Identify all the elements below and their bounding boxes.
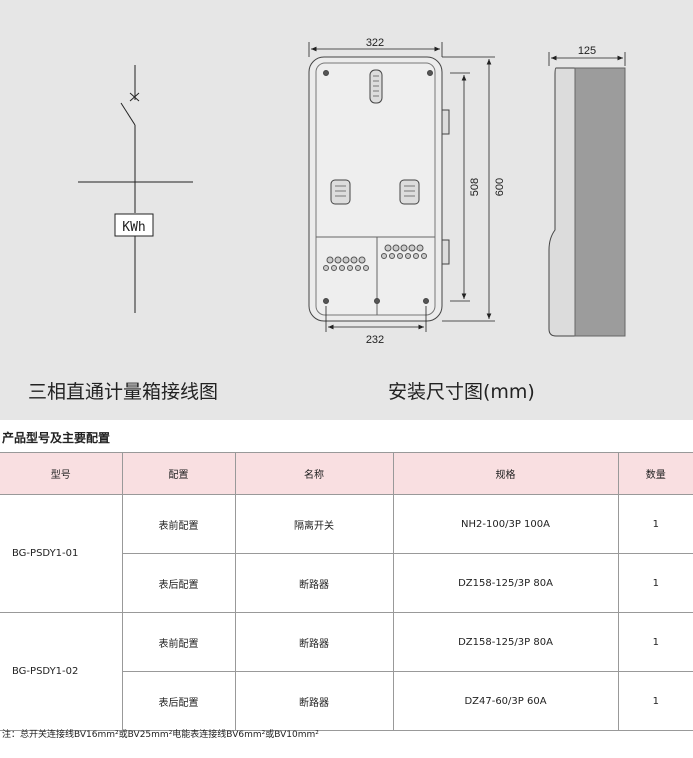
wiring-schematic bbox=[78, 65, 193, 313]
drawing-svg: KWh bbox=[78, 37, 626, 346]
config-cell: 表前配置 bbox=[121, 612, 236, 672]
footnote: 注：总开关连接线BV16mm²或BV25mm²电能表连接线BV6mm²或BV10… bbox=[2, 730, 319, 740]
header-qty: 数量 bbox=[617, 452, 693, 495]
qty-cell: 1 bbox=[617, 612, 693, 672]
spec-cell: NH2-100/3P 100A bbox=[392, 494, 619, 554]
qty-cell: 1 bbox=[617, 671, 693, 731]
dim-depth: 125 bbox=[578, 45, 596, 57]
wiring-caption: 三相直通计量箱接线图 bbox=[28, 381, 219, 403]
table-row: BG-PSDY1-02 表前配置 断路器 DZ158-125/3P 80A 1 bbox=[0, 612, 693, 731]
table-row: BG-PSDY1-01 表前配置 隔离开关 NH2-100/3P 100A 1 bbox=[0, 494, 693, 613]
table-row: 表后配置 断路器 DZ47-60/3P 60A 1 bbox=[0, 671, 693, 731]
qty-cell: 1 bbox=[617, 553, 693, 613]
dim-width-top: 322 bbox=[366, 37, 384, 49]
model-cell: BG-PSDY1-01 bbox=[0, 494, 123, 613]
header-config: 配置 bbox=[121, 452, 236, 495]
table-header-row: 型号 配置 名称 规格 数量 bbox=[0, 452, 693, 495]
header-model: 型号 bbox=[0, 452, 123, 495]
config-cell: 表前配置 bbox=[121, 494, 236, 554]
name-cell: 断路器 bbox=[234, 553, 394, 613]
header-name: 名称 bbox=[234, 452, 394, 495]
spec-table: 型号 配置 名称 规格 数量 BG-PSDY1-01 表前配置 隔离开关 NH2… bbox=[0, 452, 693, 731]
config-cell: 表后配置 bbox=[121, 553, 236, 613]
switch-blade bbox=[120, 102, 136, 126]
side-view bbox=[548, 67, 626, 337]
header-spec: 规格 bbox=[392, 452, 619, 495]
section-title: 产品型号及主要配置 bbox=[2, 431, 111, 445]
name-cell: 隔离开关 bbox=[234, 494, 394, 554]
dimensions-caption: 安装尺寸图(mm) bbox=[388, 381, 535, 403]
qty-cell: 1 bbox=[617, 494, 693, 554]
name-cell: 断路器 bbox=[234, 612, 394, 672]
name-cell: 断路器 bbox=[234, 671, 394, 731]
dim-height-inner: 508 bbox=[469, 178, 481, 196]
model-cell: BG-PSDY1-02 bbox=[0, 612, 123, 731]
spec-cell: DZ158-125/3P 80A bbox=[392, 612, 619, 672]
spec-cell: DZ158-125/3P 80A bbox=[392, 553, 619, 613]
config-cell: 表后配置 bbox=[121, 671, 236, 731]
dimension-lines bbox=[308, 42, 626, 332]
technical-drawing-area: KWh bbox=[0, 0, 693, 420]
meter-label: KWh bbox=[122, 220, 145, 235]
front-view bbox=[308, 56, 450, 322]
dim-height-outer: 600 bbox=[494, 178, 506, 196]
spec-cell: DZ47-60/3P 60A bbox=[392, 671, 619, 731]
dim-width-bottom: 232 bbox=[366, 334, 384, 346]
meter-box bbox=[114, 213, 154, 237]
